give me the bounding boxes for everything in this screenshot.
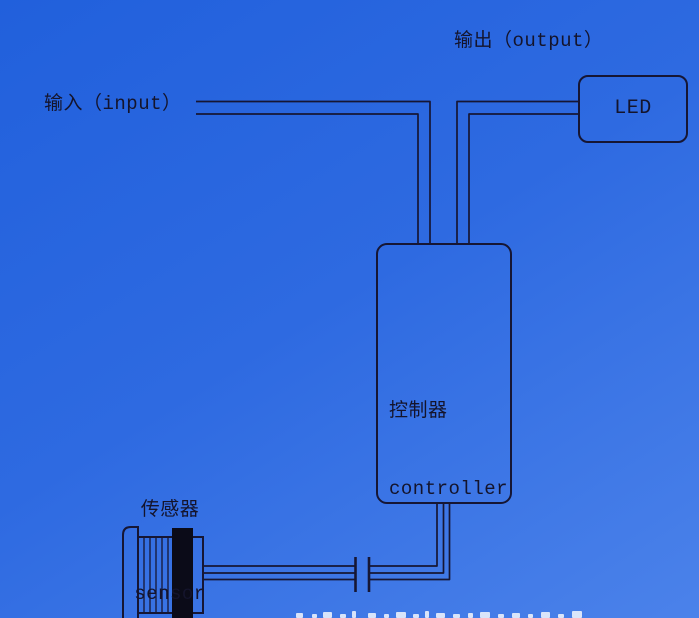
output-wire-outer — [456, 100, 579, 244]
controller-label-en: controller — [389, 478, 509, 500]
input-wire-outer — [196, 100, 431, 244]
connector-icon — [354, 557, 371, 592]
input-wire-inner — [196, 113, 419, 244]
sensor-graphic — [122, 526, 204, 618]
output-label: 输出（output） — [454, 30, 604, 52]
led-box-label: LED — [614, 97, 652, 120]
sensor-label-cn: 传感器 — [140, 499, 200, 521]
controller-label: 控制器 controller — [389, 346, 508, 554]
sensor-body-outline — [138, 536, 204, 614]
controller-cable-wires — [369, 503, 451, 581]
input-label: 输入（input） — [44, 93, 182, 115]
sensor-label-en: sensor — [134, 583, 206, 605]
sensor-cable-wires — [203, 565, 355, 581]
controller-label-cn: 控制器 — [389, 400, 448, 422]
input-wires — [196, 100, 431, 244]
led-box-outline — [578, 75, 688, 143]
sensor-thread-lines — [143, 537, 169, 613]
output-wire-inner — [468, 113, 579, 244]
sensor-label: 传感器 sensor — [118, 440, 222, 618]
sensor-cap-outline — [122, 526, 138, 618]
sensor-black-band — [172, 528, 193, 618]
output-wires — [456, 100, 579, 244]
cutoff-watermark — [296, 611, 582, 618]
